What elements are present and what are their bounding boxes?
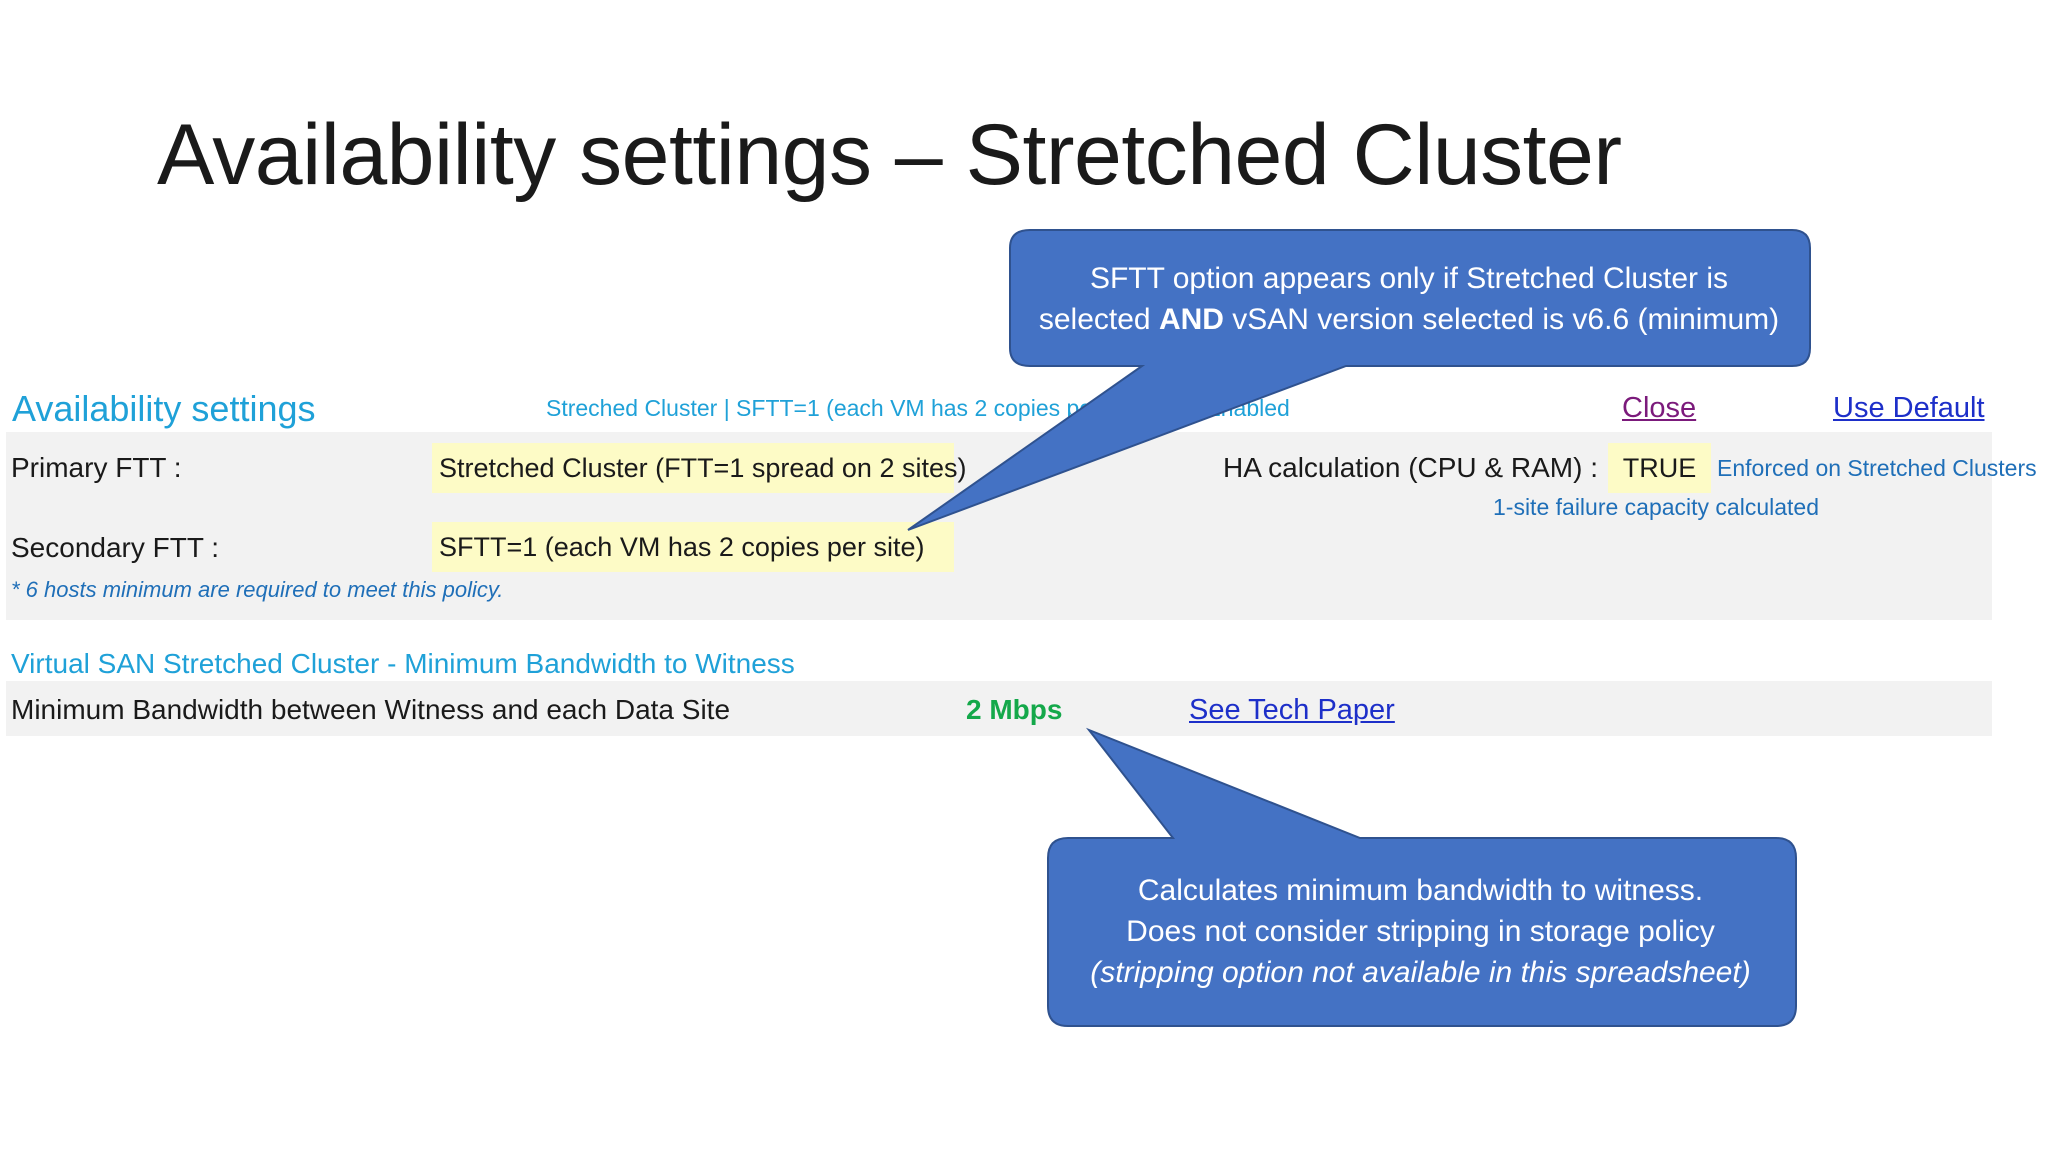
primary-ftt-value[interactable]: Stretched Cluster (FTT=1 spread on 2 sit… [432, 443, 966, 493]
see-tech-paper-link[interactable]: See Tech Paper [1189, 694, 1395, 726]
bandwidth-panel [6, 681, 1992, 736]
callout-top-shape [907, 229, 1811, 531]
ha-calculation-label: HA calculation (CPU & RAM) : [1223, 452, 1598, 483]
ha-capacity-note: 1-site failure capacity calculated [1493, 494, 1819, 520]
use-default-link[interactable]: Use Default [1833, 392, 1985, 424]
callout-top: SFTT option appears only if Stretched Cl… [1009, 258, 1809, 340]
ha-calculation-value[interactable]: TRUE [1608, 443, 1711, 493]
callout-bottom-line3: (stripping option not available in this … [1048, 952, 1793, 993]
callout-top-line2: selected AND vSAN version selected is v6… [1009, 299, 1809, 340]
callout-bottom-shape [1047, 727, 1797, 1027]
bandwidth-heading: Virtual SAN Stretched Cluster - Minimum … [11, 648, 795, 679]
callout-top-line2-pre: selected [1038, 303, 1159, 336]
callout-top-line2-post: vSAN version selected is v6.6 (minimum) [1223, 303, 1780, 336]
hosts-note: * 6 hosts minimum are required to meet t… [11, 577, 504, 602]
callout-bottom: Calculates minimum bandwidth to witness.… [1048, 870, 1793, 993]
callout-top-line2-bold: AND [1158, 303, 1224, 336]
callout-bottom-line2: Does not consider stripping in storage p… [1126, 915, 1715, 948]
bandwidth-label: Minimum Bandwidth between Witness and ea… [11, 694, 731, 725]
close-link[interactable]: Close [1622, 392, 1697, 424]
availability-heading: Availability settings [12, 388, 316, 429]
slide-title: Availability settings – Stretched Cluste… [157, 107, 1622, 203]
bandwidth-value: 2 Mbps [966, 694, 1063, 725]
ha-enforced-note: Enforced on Stretched Clusters [1717, 455, 2037, 481]
primary-ftt-label: Primary FTT : [11, 452, 182, 483]
callout-bottom-line3-italic: (stripping option not available in this … [1090, 956, 1751, 989]
callout-top-line1: SFTT option appears only if Stretched Cl… [1089, 262, 1729, 295]
secondary-ftt-label: Secondary FTT : [11, 532, 220, 563]
callout-bottom-line1: Calculates minimum bandwidth to witness. [1137, 874, 1704, 907]
secondary-ftt-value[interactable]: SFTT=1 (each VM has 2 copies per site) [432, 522, 954, 572]
